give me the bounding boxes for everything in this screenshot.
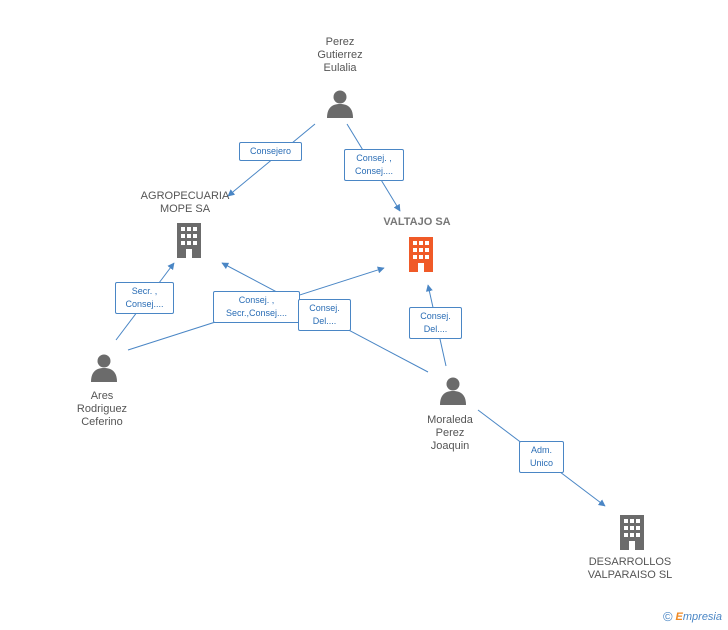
- node-label-ares[interactable]: Ares Rodriguez Ceferino: [76, 390, 128, 428]
- node-label-agropecuaria[interactable]: AGROPECUARIA MOPE SA: [140, 190, 230, 215]
- node-label-desarrollos[interactable]: DESARROLLOS VALPARAISO SL: [587, 556, 673, 581]
- building-icon-agropecuaria: [177, 223, 201, 258]
- edge-label-perez-valtajo: Consej. , Consej....: [344, 149, 404, 181]
- edge-label-moraleda-desarrollos: Adm. Unico: [519, 441, 564, 473]
- edge-label-moraleda-valtajo: Consej. Del....: [409, 307, 462, 339]
- node-label-valtajo[interactable]: VALTAJO SA: [383, 216, 451, 228]
- brand-footer: © Empresia: [663, 609, 722, 624]
- person-icon-moraleda: [440, 377, 466, 405]
- edge-label-ares-agropecuaria: Secr. , Consej....: [115, 282, 174, 314]
- person-icon-perez: [327, 90, 353, 118]
- copyright-icon: ©: [662, 609, 673, 624]
- node-label-moraleda[interactable]: Moraleda Perez Joaquin: [427, 414, 473, 452]
- edge-label-ares-valtajo: Consej. , Secr.,Consej....: [213, 291, 300, 323]
- edge-label-moraleda-agropecuaria: Consej. Del....: [298, 299, 351, 331]
- building-icon-desarrollos: [620, 515, 644, 550]
- person-icon-ares: [91, 354, 117, 382]
- brand-logo[interactable]: Empresia: [675, 610, 722, 623]
- node-label-perez[interactable]: Perez Gutierrez Eulalia: [317, 36, 363, 74]
- edge-label-perez-agropecuaria: Consejero: [239, 142, 302, 161]
- building-icon-valtajo: [409, 237, 433, 272]
